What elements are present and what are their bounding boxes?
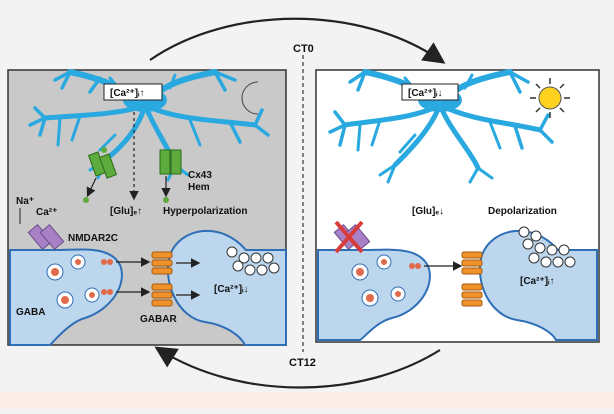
nmdar-icon — [27, 224, 65, 250]
ca-astro-label-right: [Ca²⁺]ᵢ↓ — [408, 88, 442, 99]
na-label: Na⁺ — [16, 196, 34, 207]
gabar-receptor-right-icon — [461, 251, 483, 307]
ions-left — [226, 246, 280, 276]
left-panel: [Ca²⁺]ᵢ↑ [Glu]ₑ↑ Cx43 Hem Hyperpolarizat… — [7, 69, 287, 346]
hyperpolarization-label: Hyperpolarization — [163, 206, 247, 217]
vesicles-left — [46, 254, 113, 309]
glu-label-right: [Glu]ₑ↓ — [412, 206, 444, 217]
ca-ion-label: Ca²⁺ — [36, 207, 57, 218]
cx43-channel-icon — [87, 149, 182, 179]
ca-neuron-label-right: [Ca²⁺]ᵢ↑ — [520, 276, 554, 287]
ca-neuron-label-left: [Ca²⁺]ᵢ↓ — [214, 284, 248, 295]
right-panel: [Ca²⁺]ᵢ↓ [Glu]ₑ↓ Depolarization — [315, 69, 600, 343]
glu-label-left: [Glu]ₑ↑ — [110, 206, 142, 217]
ions-right — [518, 226, 576, 268]
nmdar-blocked-icon — [333, 220, 371, 254]
ct12-label: CT12 — [289, 357, 316, 369]
cycle-arrow-top — [149, 17, 446, 64]
cycle-arrow-bottom — [154, 346, 441, 389]
nmdar-label: NMDAR2C — [68, 233, 118, 244]
ca-astro-label-left: [Ca²⁺]ᵢ↑ — [110, 88, 144, 99]
ca-astro-box-left — [103, 83, 163, 101]
sun-icon — [530, 78, 570, 118]
moon-icon — [241, 81, 259, 115]
vesicles-right — [351, 254, 421, 307]
ca-astro-box-right — [401, 83, 459, 101]
hem-label: Hem — [188, 182, 210, 193]
depolarization-label: Depolarization — [488, 206, 557, 217]
cx43-label: Cx43 — [188, 170, 212, 181]
gaba-label: GABA — [16, 307, 45, 318]
gabar-receptor-icon — [151, 251, 173, 307]
ct0-label: CT0 — [293, 43, 314, 55]
gabar-label: GABAR — [140, 314, 177, 325]
bottom-strip — [0, 392, 614, 409]
